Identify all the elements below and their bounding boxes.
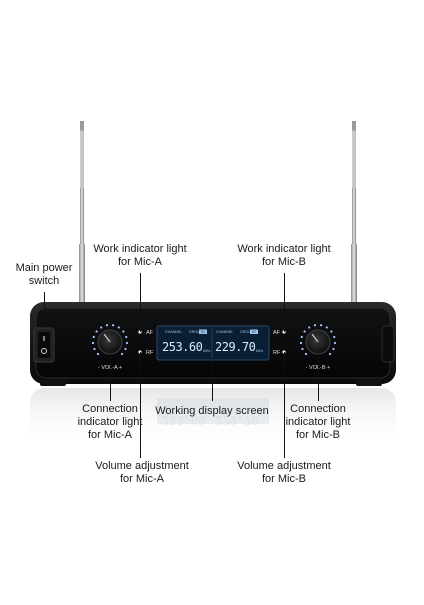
vol-a-text: - VOL-A +: [98, 365, 122, 371]
knob-ring-led: [100, 326, 103, 329]
power-switch: [33, 327, 55, 363]
leader-work-b: [284, 273, 285, 332]
knob-ring-led: [120, 352, 124, 356]
frequency-b: 229.70: [215, 340, 256, 354]
label-connection-light-a: Connection indicator light for Mic-A: [77, 403, 143, 441]
knob-ring-led: [300, 335, 303, 339]
af-label-a: AF: [146, 330, 154, 336]
label-display-screen: Working display screen: [155, 405, 269, 417]
knob-ring-led: [124, 347, 127, 351]
knob-ring-led: [93, 347, 96, 351]
knob-ring-led: [303, 330, 306, 333]
knob-ring-led: [332, 347, 335, 351]
knob-ring-led: [92, 335, 95, 339]
channel-label-a: CHANNEL: [165, 330, 182, 334]
group-value-b: 07: [252, 330, 256, 334]
reflection-frequency-a: 253.60: [162, 413, 205, 427]
knob-ring-led: [111, 324, 115, 327]
unit-a: MHz: [203, 349, 210, 353]
knob-ring-led: [301, 347, 304, 351]
knob-ring-led: [328, 352, 332, 356]
knob-ring-led: [319, 324, 323, 327]
knob-ring-led: [125, 341, 129, 345]
rf-label-b: RF: [273, 350, 281, 356]
knob-ring-led: [122, 330, 125, 333]
leader-volume-a: [140, 352, 141, 458]
rf-label-a: RF: [146, 350, 154, 356]
knob-ring-led: [96, 352, 100, 356]
reflection-frequency-b: 229.70: [215, 413, 258, 427]
leader-work-a: [140, 273, 141, 332]
label-connection-light-b: Connection indicator light for Mic-B: [285, 403, 351, 441]
knob-ring-led: [330, 330, 333, 333]
antenna-left: [79, 121, 85, 304]
group-value-a: 01: [201, 330, 205, 334]
knob-ring-led: [313, 324, 317, 327]
label-volume-a: Volume adjustment for Mic-A: [95, 460, 189, 485]
knob-ring-led: [304, 352, 308, 356]
reflection: 253.60 229.70: [30, 388, 396, 448]
label-volume-b: Volume adjustment for Mic-B: [237, 460, 331, 485]
vol-b-text: - VOL-B +: [306, 365, 331, 371]
leader-connection-a: [110, 354, 111, 401]
leader-power: [44, 292, 45, 328]
knob-ring-led: [117, 326, 120, 329]
unit-b: MHz: [256, 349, 263, 353]
knob-ring-led: [299, 341, 303, 345]
knob-ring-led: [333, 335, 336, 339]
leader-volume-b: [284, 352, 285, 458]
channel-label-b: CHANNEL: [216, 330, 233, 334]
side-panel: [381, 325, 395, 363]
display-screen: CHANNEL GROUP 01 CHANNEL GROUP 07 253.60…: [156, 325, 270, 361]
af-label-b: AF: [273, 330, 281, 336]
knob-ring-led: [91, 341, 95, 345]
label-main-power-switch: Main power switch: [15, 262, 73, 287]
label-work-light-b: Work indicator light for Mic-B: [237, 243, 331, 268]
frequency-a: 253.60: [162, 340, 203, 354]
antenna-right: [351, 121, 357, 304]
label-work-light-a: Work indicator light for Mic-A: [93, 243, 187, 268]
knob-ring-led: [325, 326, 328, 329]
group-label-a: GROUP: [189, 330, 203, 334]
knob-ring-led: [95, 330, 98, 333]
knob-ring-led: [308, 326, 311, 329]
leader-display: [212, 360, 213, 401]
knob-ring-led: [105, 324, 109, 327]
group-label-b: GROUP: [240, 330, 254, 334]
leader-connection-b: [318, 354, 319, 401]
knob-ring-led: [333, 341, 337, 345]
knob-ring-led: [125, 335, 128, 339]
